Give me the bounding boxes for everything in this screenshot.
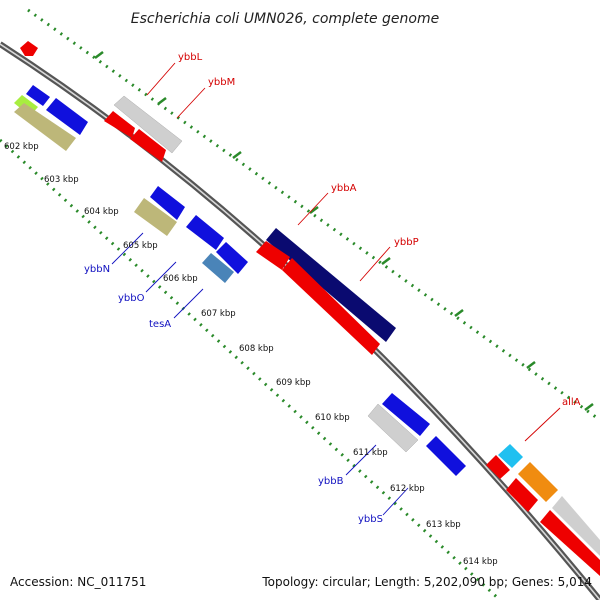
scale-label: 602 kbp [4, 142, 39, 152]
gene-label-ybbB[interactable]: ybbB [318, 476, 344, 487]
gene-feature[interactable] [382, 393, 430, 436]
gene-feature[interactable] [486, 455, 510, 479]
scale-label: 607 kbp [201, 309, 236, 319]
gene-label-ybbA[interactable]: ybbA [331, 183, 357, 194]
gene-feature[interactable] [150, 186, 185, 220]
scale-label: 610 kbp [315, 413, 350, 423]
gene-feature[interactable] [367, 403, 419, 453]
gene-feature[interactable] [266, 228, 396, 342]
scale-label: 606 kbp [163, 274, 198, 284]
gene-feature[interactable] [498, 444, 523, 468]
scale-label: 613 kbp [426, 520, 461, 530]
scale-label: 614 kbp [463, 557, 498, 567]
gene-feature[interactable] [540, 510, 600, 576]
gene-label-ybbN[interactable]: ybbN [84, 264, 110, 275]
scale-label: 612 kbp [390, 484, 425, 494]
gene-label-allA[interactable]: allA [562, 397, 581, 408]
forward-genes [20, 41, 600, 576]
gene-feature[interactable] [282, 258, 380, 355]
gene-feature[interactable] [426, 436, 466, 476]
scale-label: 603 kbp [44, 175, 79, 185]
gene-feature[interactable] [26, 85, 50, 106]
gene-feature[interactable] [20, 41, 38, 56]
tick-lines [0, 8, 600, 600]
gene-label-ybbM[interactable]: ybbM [208, 77, 235, 88]
gene-feature[interactable] [134, 198, 177, 236]
gene-label-ybbP[interactable]: ybbP [394, 237, 419, 248]
map-title: Escherichia coli UMN026, complete genome [131, 11, 439, 27]
gene-feature[interactable] [506, 478, 538, 512]
reverse-genes [14, 85, 466, 476]
gene-label-ybbS[interactable]: ybbS [358, 514, 383, 525]
accession-text: Accession: NC_011751 [10, 575, 146, 589]
gene-feature[interactable] [130, 129, 166, 162]
gene-label-ybbO[interactable]: ybbO [118, 293, 145, 304]
gene-feature[interactable] [518, 462, 558, 502]
genome-backbone [0, 41, 600, 600]
scale-label: 611 kbp [353, 448, 388, 458]
gene-feature[interactable] [202, 253, 234, 283]
gene-feature[interactable] [186, 215, 224, 250]
label-leaders [111, 62, 561, 516]
scale-label: 604 kbp [84, 207, 119, 217]
outer-ticks [94, 51, 594, 411]
gene-feature[interactable] [113, 95, 183, 154]
gene-feature[interactable] [216, 242, 248, 274]
gene-feature[interactable] [104, 111, 135, 138]
scale-labels: 602 kbp 603 kbp 604 kbp 605 kbp 606 kbp … [4, 142, 498, 567]
gene-feature[interactable] [552, 496, 600, 556]
inner-tick-line [0, 138, 502, 600]
gene-feature[interactable] [256, 241, 290, 270]
gene-label-tesA[interactable]: tesA [149, 319, 171, 330]
scale-label: 608 kbp [239, 344, 274, 354]
gene-feature[interactable] [46, 98, 88, 135]
topology-text: Topology: circular; Length: 5,202,090 bp… [261, 575, 592, 589]
gene-labels: ybbL ybbM ybbA ybbP allA ybbN ybbO tesA … [84, 52, 581, 525]
scale-label: 609 kbp [276, 378, 311, 388]
gene-label-ybbL[interactable]: ybbL [178, 52, 203, 63]
gene-feature[interactable] [14, 103, 76, 151]
scale-label: 605 kbp [123, 241, 158, 251]
